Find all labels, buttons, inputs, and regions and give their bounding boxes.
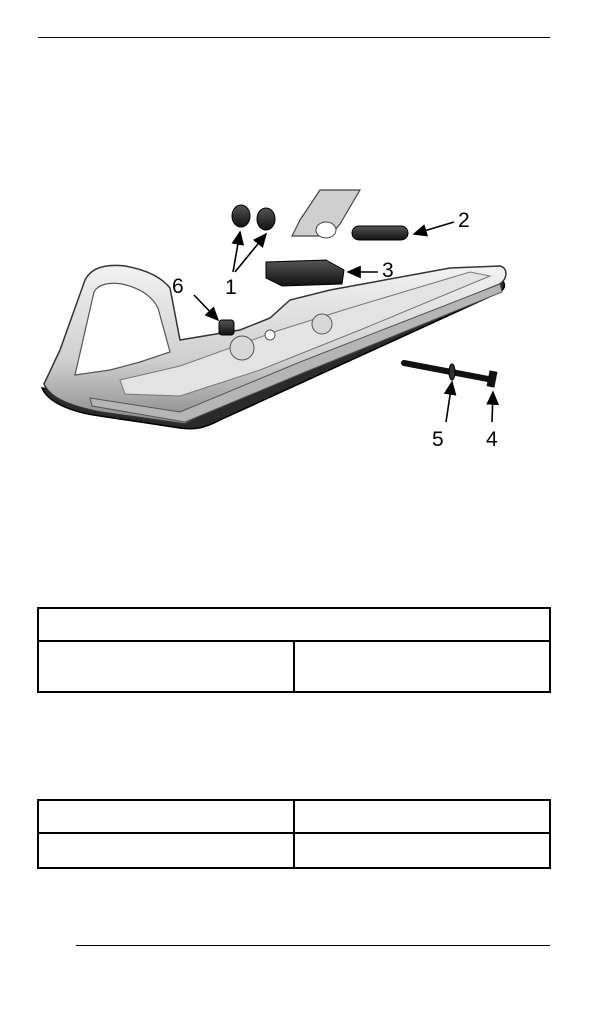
table-1-cell-right — [293, 640, 551, 693]
bolt-shaft — [401, 360, 491, 382]
arrow-6 — [193, 294, 220, 322]
bushing-a — [231, 204, 251, 228]
table-2-cell — [37, 799, 295, 834]
spindle-eye — [315, 221, 337, 239]
callout-4: 4 — [486, 428, 498, 451]
footer-rule — [76, 945, 550, 946]
ski-exploded-diagram: 1 2 3 4 5 6 — [40, 189, 507, 451]
nut — [218, 319, 235, 336]
ski-mount-boss-front — [311, 313, 333, 335]
callout-1: 1 — [225, 276, 237, 299]
table-1-header — [37, 607, 551, 642]
bolt-head — [486, 370, 498, 388]
washer — [448, 363, 456, 381]
table-2-cell — [293, 799, 551, 834]
sleeve — [351, 225, 409, 241]
callout-6: 6 — [172, 275, 184, 298]
callout-5: 5 — [432, 428, 444, 451]
arrow-2 — [412, 221, 455, 237]
ski-pivot — [264, 329, 276, 341]
spec-table-2 — [37, 799, 551, 869]
header-rule — [38, 37, 550, 38]
table-2-cell — [37, 832, 295, 869]
ski-mount-boss-rear — [229, 335, 255, 361]
table-2-cell — [293, 832, 551, 869]
ski-handle-opening — [74, 282, 171, 376]
spindle-arm — [291, 189, 362, 237]
ski-side-wall — [89, 283, 503, 423]
table-1-cell-left — [37, 640, 295, 693]
spec-table-1 — [37, 607, 551, 693]
arrow-4 — [486, 390, 499, 423]
damper-pad — [265, 259, 345, 287]
bushing-b — [256, 207, 276, 231]
arrow-1b — [234, 232, 268, 273]
arrow-1a — [231, 230, 245, 273]
callout-2: 2 — [458, 209, 470, 232]
callout-3: 3 — [382, 259, 394, 282]
arrow-5 — [443, 380, 457, 423]
